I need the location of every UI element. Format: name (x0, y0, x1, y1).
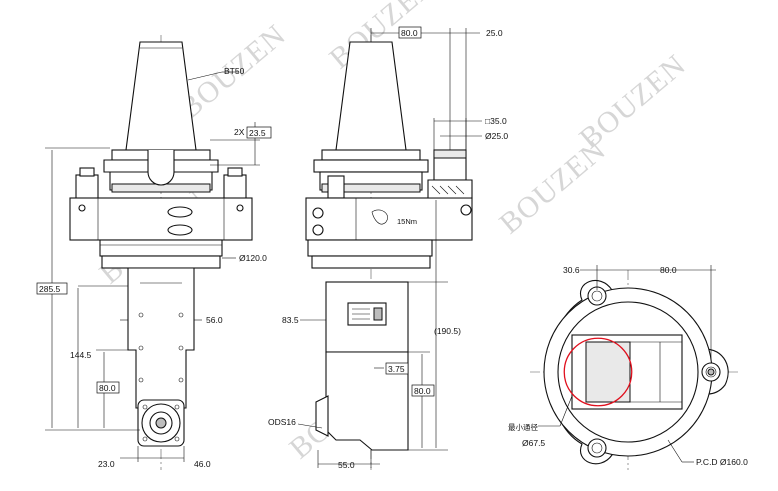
nut-label: ODS16 (268, 417, 296, 427)
taper-label: BT50 (224, 66, 245, 76)
top-dimension: 80.0 (401, 28, 418, 38)
pcd-label: P.C.D Ø160.0 (696, 457, 748, 467)
offset-left: 23.0 (98, 459, 115, 469)
top-view: 30.6 80.0 最小通径 Ø67.5 P.C.D Ø160.0 (508, 265, 748, 470)
flange-diameter: Ø120.0 (239, 253, 267, 263)
min-bore-label: 最小通径 (508, 422, 538, 432)
pin-diameter: Ø25.0 (485, 131, 508, 141)
min-bore-diameter: Ø67.5 (522, 438, 545, 448)
side-view: 15Nm 80.0 25.0 □35.0 Ø25.0 83.5 (268, 26, 508, 470)
torque-label: 15Nm (397, 217, 417, 226)
nose-height-side: 80.0 (414, 386, 431, 396)
slot-count-label: 2X (234, 127, 245, 137)
reference-dimension: (190.5) (434, 326, 461, 336)
left-dimension: 30.6 (563, 265, 580, 275)
top-right-dimension: 25.0 (486, 28, 503, 38)
offset-right: 46.0 (194, 459, 211, 469)
overall-height: 285.5 (39, 284, 61, 294)
nose-height: 80.0 (99, 383, 116, 393)
spindle-width: 56.0 (206, 315, 223, 325)
watermark: BOUZEN (573, 48, 692, 155)
lower-height: 144.5 (70, 350, 92, 360)
square-dimension: □35.0 (485, 116, 507, 126)
front-view: BT50 2X 23.5 285.5 144.5 80.0 56.0 Ø120.… (36, 35, 272, 470)
slot-dimension: 23.5 (249, 128, 266, 138)
bottom-dimension: 55.0 (338, 460, 355, 470)
right-dimension: 80.0 (660, 265, 677, 275)
side-dimension: 83.5 (282, 315, 299, 325)
step-dimension: 3.75 (388, 364, 405, 374)
